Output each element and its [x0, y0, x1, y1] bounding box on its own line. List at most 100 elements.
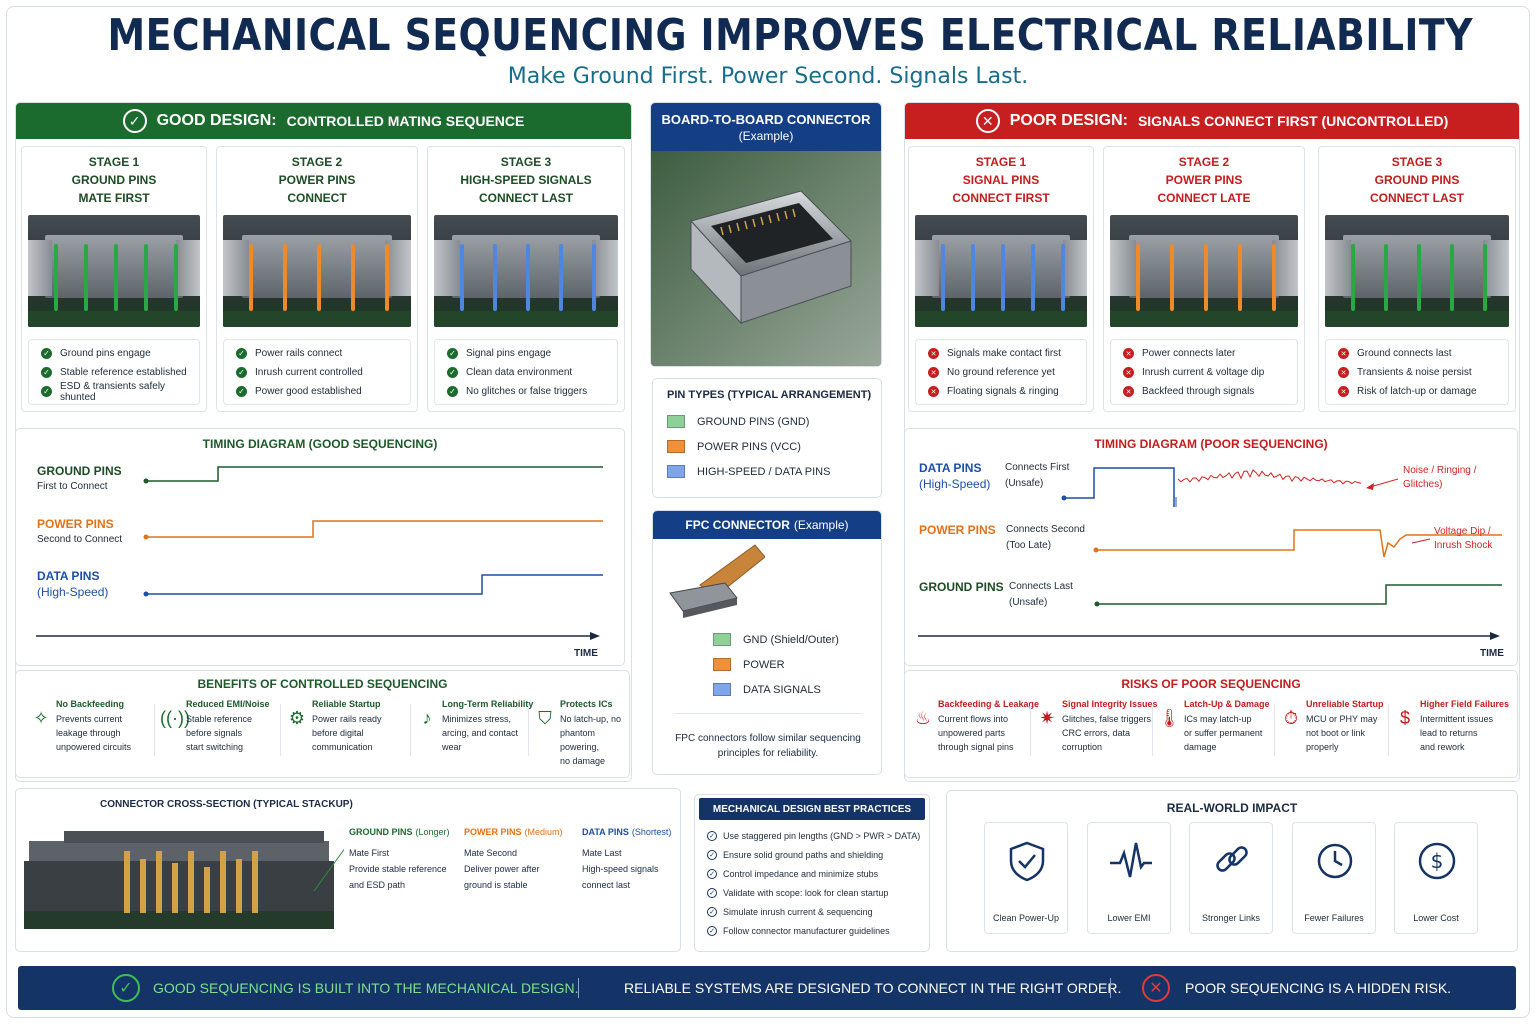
fpc-connector-card: FPC CONNECTOR (Example) GND (Shield/Oute…: [652, 510, 882, 775]
cross-section-illustration: [24, 831, 344, 929]
b2b-sub: (Example): [738, 128, 794, 143]
cross-section-panel: CONNECTOR CROSS-SECTION (TYPICAL STACKUP…: [15, 788, 681, 952]
stage-point-text: Risk of latch-up or damage: [1357, 386, 1477, 397]
connector-photo: [1325, 215, 1509, 327]
best-practice-text: Use staggered pin lengths (GND > PWR > D…: [723, 830, 921, 841]
legend-item: GROUND PINS (GND): [667, 409, 881, 434]
poor-stage-card-1: STAGE 1 SIGNAL PINS CONNECT FIRST✕Signal…: [908, 146, 1094, 412]
contact-pin: [283, 244, 287, 312]
fpc-sub: (Example): [793, 518, 849, 532]
stage-point: ✕Transients & noise persist: [1326, 363, 1508, 382]
poor-timing-ground-desc: Connects Last (Unsafe): [1009, 579, 1073, 611]
benefit-icon: ♪: [422, 708, 432, 728]
legend-label: GND (Shield/Outer): [743, 633, 839, 646]
stage-point: ✓Stable reference established: [29, 363, 199, 382]
contact-pin: [1001, 244, 1005, 312]
contact-pin: [144, 244, 148, 312]
b2b-connector-card: BOARD-TO-BOARD CONNECTOR (Example): [650, 102, 882, 367]
check-icon: ✓: [707, 849, 717, 860]
good-benefits-panel: BENEFITS OF CONTROLLED SEQUENCING: [15, 670, 630, 778]
connector-photo: [434, 215, 618, 327]
contact-pin: [1170, 244, 1174, 312]
risk-desc: MCU or PHY may not boot or link properly: [1306, 714, 1378, 752]
timing-desc: Connects First: [1005, 462, 1070, 473]
risk-desc: Glitches, false triggers, CRC errors, da…: [1062, 714, 1154, 752]
good-timing-waveforms: [36, 466, 603, 640]
divider: [1274, 704, 1275, 756]
contact-pin: [559, 244, 563, 312]
impact-label: Clean Power-Up: [992, 913, 1060, 923]
divider: [280, 704, 281, 756]
contact-pin: [526, 244, 530, 312]
stage-point-text: Stable reference established: [60, 367, 187, 378]
impact-card: Lower EMI: [1087, 822, 1171, 934]
impact-title: REAL-WORLD IMPACT: [1166, 801, 1298, 815]
stage-point-text: Transients & noise persist: [1357, 367, 1472, 378]
stage-point-text: Power connects later: [1142, 348, 1236, 359]
timing-desc2: (Unsafe): [1009, 597, 1048, 608]
legend-swatch: [713, 683, 731, 696]
risk-title: Unreliable Startup: [1306, 699, 1384, 709]
poor-risks-panel: RISKS OF POOR SEQUENCING: [904, 670, 1518, 778]
legend-swatch: [667, 440, 685, 453]
stage-point: ✕Floating signals & ringing: [916, 382, 1086, 401]
x-icon: ✕: [1123, 386, 1134, 397]
column-head-suffix: (Medium): [524, 827, 563, 837]
stage-point: ✕No ground reference yet: [916, 363, 1086, 382]
x-circle-icon: ✕: [975, 109, 1000, 133]
check-icon: ✓: [236, 386, 247, 397]
impact-card: Stronger Links: [1189, 822, 1273, 934]
contact-pin: [1384, 244, 1388, 312]
best-practice-item: ✓Follow connector manufacturer guideline…: [695, 921, 929, 940]
x-icon: ✕: [1338, 386, 1349, 397]
legend-item: GND (Shield/Outer): [713, 627, 839, 652]
timing-label: DATA PINS: [37, 569, 100, 583]
stage-points: ✕Power connects later✕Inrush current & v…: [1110, 339, 1298, 405]
stage-point-text: Ground connects last: [1357, 348, 1452, 359]
poor-time-label: TIME: [1480, 648, 1504, 659]
svg-text:$: $: [1431, 849, 1444, 873]
contact-pin: [1136, 244, 1140, 312]
x-icon: ✕: [928, 386, 939, 397]
column-head: DATA PINS(Shortest): [582, 827, 700, 845]
best-practice-text: Ensure solid ground paths and shielding: [723, 849, 884, 860]
stage-point: ✓Ground pins engage: [29, 344, 199, 363]
benefit-desc: Minimizes stress, arcing, and contact we…: [442, 714, 519, 752]
legend-swatch: [667, 465, 685, 478]
timing-sub: First to Connect: [37, 481, 108, 492]
best-practices-panel: MECHANICAL DESIGN BEST PRACTICES ✓Use st…: [694, 794, 930, 952]
risk-title: Signal Integrity Issues: [1062, 699, 1158, 709]
pin-types-card: PIN TYPES (TYPICAL ARRANGEMENT) GROUND P…: [652, 378, 882, 498]
x-circle-icon: ✕: [1142, 974, 1170, 1002]
timing-desc2: (Unsafe): [1005, 478, 1044, 489]
b2b-connector-illustration: [651, 151, 881, 366]
risk-title: Higher Field Failures: [1420, 699, 1510, 709]
stage-title: STAGE 1 SIGNAL PINS CONNECT FIRST: [952, 155, 1050, 205]
b2b-header: BOARD-TO-BOARD CONNECTOR (Example): [651, 103, 881, 151]
contact-pin: [351, 244, 355, 312]
contact-pin: [84, 244, 88, 312]
footer-banner: ✓ GOOD SEQUENCING IS BUILT INTO THE MECH…: [18, 966, 1516, 1010]
stage-point: ✕ Risk of latch-up or damage: [1326, 382, 1508, 401]
check-icon: ✓: [236, 367, 247, 378]
stage-title: STAGE 1 GROUND PINS MATE FIRST: [71, 155, 157, 205]
best-practice-item: ✓ Ensure solid ground paths and shielding: [695, 845, 929, 864]
footer-divider: [1110, 978, 1111, 998]
divider: [154, 704, 155, 756]
page-subtitle: Make Ground First. Power Second. Signals…: [507, 64, 1029, 89]
impact-card: Fewer Failures: [1292, 822, 1376, 934]
timing-label: GROUND PINS: [919, 580, 1004, 594]
stage-title: STAGE 2 POWER PINS CONNECT: [278, 155, 356, 205]
column-head-text: DATA PINS: [582, 827, 629, 837]
connector-photo: [915, 215, 1087, 327]
clock-icon: [1317, 843, 1353, 879]
page-title: MECHANICAL SEQUENCING IMPROVES ELECTRICA…: [107, 10, 1473, 61]
risk-icon: ⏱: [1283, 708, 1299, 728]
impact-card: $Lower Cost: [1394, 822, 1478, 934]
